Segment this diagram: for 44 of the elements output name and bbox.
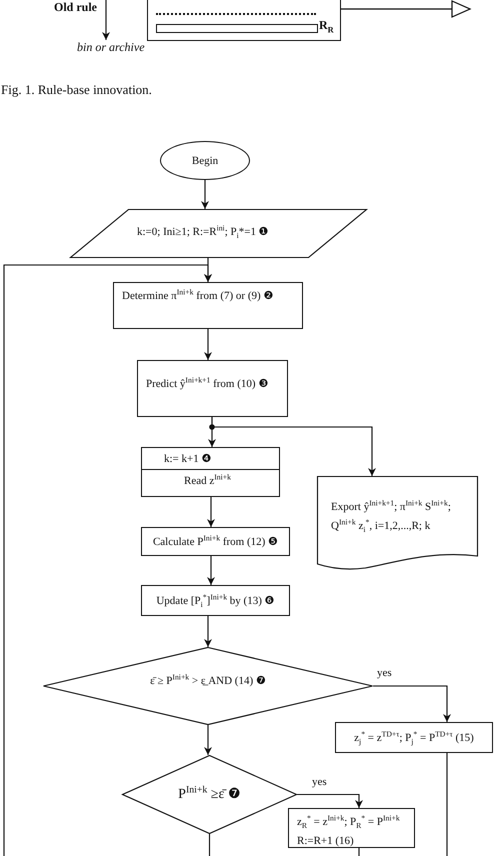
arrow: [102, 0, 110, 40]
edge-label: Old rule: [54, 0, 98, 14]
arrow: [373, 685, 451, 722]
arrow: [204, 616, 212, 647]
process-box: [137, 360, 288, 417]
arrow: [204, 725, 212, 755]
node-text: Determine π$^{Ini+k}$ from (7) or (9) ❷: [122, 289, 274, 303]
node-text: Update [P$_{i}$$^{*}$]$^{Ini+k}$ by (13) ❻: [156, 594, 275, 608]
input-parallelogram: [70, 209, 367, 258]
node-text: k:= k+1 ❹: [164, 452, 212, 466]
node-text: ε̄ ≥ P$^{Ini+k}$ > ε̲ AND (14) ❼: [150, 674, 266, 688]
node-text: Predict ŷ$^{Ini+k+1}$ from (10) ❸: [146, 377, 268, 391]
process-box: [141, 447, 280, 497]
node-text: Begin: [192, 154, 218, 168]
connector-line: [208, 834, 210, 856]
container-box: [147, 0, 341, 41]
node-text: z$_{j}$$^{*}$ = z$^{TD+τ}$; P$_{j}$$^{*}$ = P$^{TD+τ}$ (15): [354, 730, 474, 744]
process-box: [141, 527, 290, 556]
process-box: [113, 282, 303, 329]
arrow: [207, 556, 215, 585]
connector-line: [358, 848, 360, 856]
node-text: P$^{Ini+k}$ ≥ε̄ ❼: [178, 788, 241, 802]
node-text: k:=0; Ini≥1; R:=R$^{ini}$; P$_{i}$*=1 ❶: [137, 225, 269, 239]
connector-line: [446, 753, 448, 856]
bar-label: R$_{R}$: [319, 18, 334, 32]
text-label: bin or archive: [77, 40, 145, 54]
arrow: [204, 329, 212, 360]
arrow: [201, 180, 209, 209]
node-text: Calculate P$^{Ini+k}$ from (12) ❺: [152, 534, 278, 548]
node-text: Read z$^{Ini+k}$: [184, 474, 231, 488]
figure-caption: Fig. 1. Rule-base innovation.: [1, 82, 152, 98]
arrow: [297, 794, 363, 808]
process-box: [141, 585, 290, 616]
arrow: [207, 497, 215, 527]
node-text: z$_{R}$$^{*}$ = z$^{Ini+k}$; P$_{R}$$^{*}$ = P$^{Ini+k}$ R:=R+1 (16): [297, 813, 401, 849]
process-box: [335, 722, 493, 753]
decision-diamond: [43, 647, 373, 725]
block-arrow: [341, 0, 471, 18]
process-box: [288, 808, 415, 848]
document-shape: [317, 476, 478, 570]
node-text: Export ŷ$^{Ini+k+1}$; π$^{Ini+k}$ S$^{Ini+k}$; Q$^{Ini+k}$ z$_{i}$$^{*}$, i=1,2,...,R; k: [331, 498, 452, 536]
rule-bar: [156, 24, 318, 33]
decision-diamond: [122, 755, 297, 834]
arrow: [211, 417, 376, 476]
